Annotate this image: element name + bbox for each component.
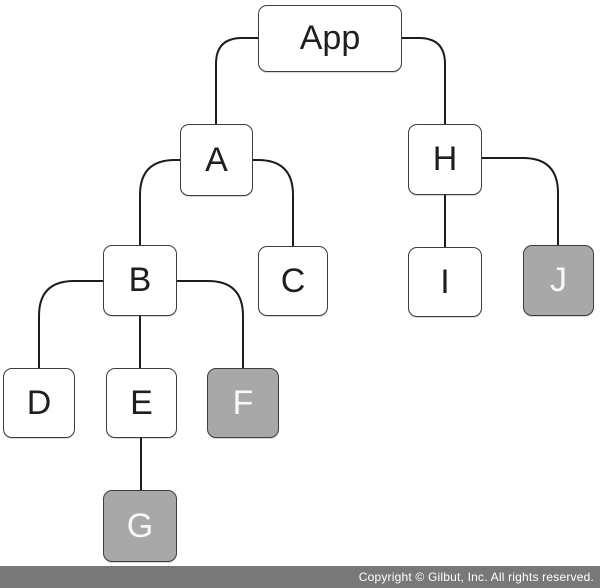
connector-a-b <box>139 159 181 246</box>
node-e: E <box>106 368 177 438</box>
connector-app-h <box>401 37 446 125</box>
copyright-text: Copyright © Gilbut, Inc. All rights rese… <box>358 570 594 584</box>
node-app: App <box>258 5 402 72</box>
node-h: H <box>408 124 482 195</box>
node-i: I <box>408 247 482 317</box>
copyright-bar: Copyright © Gilbut, Inc. All rights rese… <box>0 566 600 588</box>
connector-a-c <box>252 159 294 247</box>
connector-h-j <box>481 157 559 246</box>
connector-app-a <box>215 37 259 125</box>
node-f: F <box>207 368 279 438</box>
node-d: D <box>3 368 75 438</box>
tree-connectors <box>38 37 559 491</box>
connector-b-d <box>38 280 104 369</box>
node-g: G <box>103 490 177 562</box>
node-a: A <box>180 124 253 196</box>
node-b: B <box>103 245 177 316</box>
node-c: C <box>258 246 328 316</box>
connector-b-f <box>176 280 244 369</box>
node-j: J <box>523 245 594 316</box>
